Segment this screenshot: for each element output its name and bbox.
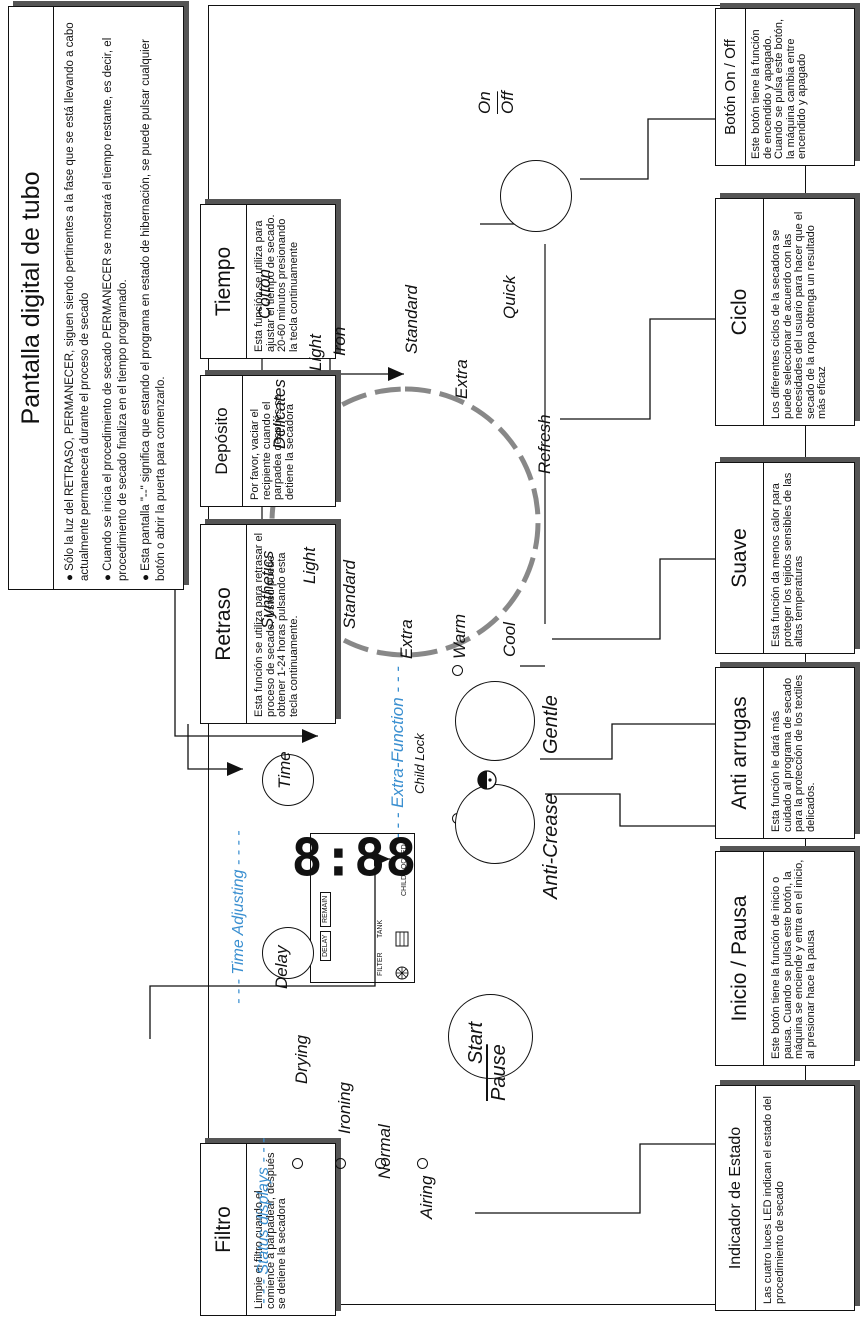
status-normal: Normal	[375, 1124, 394, 1179]
callout-suave-title: Suave	[716, 463, 764, 653]
callout-ciclo: Ciclo Los diferentes ciclos de la secado…	[715, 198, 855, 426]
off-label: Off	[498, 91, 517, 114]
status-ironing: Ironing	[335, 1082, 354, 1134]
extra-function-label: - - - Extra-Function - - -	[388, 666, 407, 839]
delay-tag: DELAY	[320, 930, 331, 961]
callout-onoff-body: Este botón tiene la función de encendido…	[750, 18, 809, 159]
status-led-airing	[417, 1158, 428, 1169]
time-adjusting-label: - - - Time Adjusting - - - -	[230, 830, 247, 1005]
tank-tag: TANK	[377, 919, 384, 938]
dial-quick: Quick	[500, 275, 519, 319]
child-lock-icon	[477, 770, 497, 790]
dial-cotton: Cotton	[255, 268, 274, 319]
callout-onoff: Botón On / Off Este botón tiene la funci…	[715, 8, 855, 166]
time-label: Time	[275, 751, 294, 789]
callout-inicio-body: Este botón tiene la función de inicio o …	[770, 859, 817, 1059]
callout-pantalla-body: ● Sólo la luz del RETRASO, PERMANECER, s…	[64, 22, 167, 581]
callout-deposito-title: Depósito	[201, 376, 243, 506]
child-locked-tag: CHILD LOCKED	[401, 844, 408, 896]
callout-retraso-title: Retraso	[201, 525, 247, 723]
status-airing: Airing	[417, 1175, 436, 1219]
dial-iron: Iron	[330, 326, 349, 356]
anti-crease-label: Anti-Crease	[540, 793, 562, 899]
dial-light: Light	[306, 334, 325, 371]
delay-label: Delay	[272, 945, 291, 989]
pantalla-bullet-3: Esta pantalla "--" significa que estando…	[139, 39, 167, 581]
callout-suave: Suave Esta función da menos calor para p…	[715, 462, 855, 654]
dial-synthetics: Synthetics	[258, 550, 277, 629]
remain-tag: REMAIN	[320, 891, 331, 927]
status-drying: Drying	[292, 1034, 311, 1084]
cycle-dial[interactable]	[272, 389, 538, 655]
start-label: Start	[465, 1021, 487, 1064]
callout-ciclo-title: Ciclo	[716, 199, 764, 425]
status-led-ironing	[335, 1158, 346, 1169]
dial-delicates: Delicates	[270, 379, 289, 449]
callout-pantalla: Pantalla digital de tubo ● Sólo la luz d…	[8, 6, 184, 590]
callout-inicio-title: Inicio / Pausa	[716, 852, 764, 1065]
gentle-led	[452, 665, 463, 676]
dial-cool: Cool	[500, 622, 519, 657]
callout-filtro-title: Filtro	[201, 1144, 247, 1315]
tank-icon	[395, 931, 409, 947]
anti-crease-button[interactable]	[455, 784, 535, 864]
callout-anti: Anti arrugas Esta función le dará más cu…	[715, 667, 855, 839]
gentle-button[interactable]	[455, 681, 535, 761]
callout-inicio: Inicio / Pausa Este botón tiene la funci…	[715, 851, 855, 1066]
callout-pantalla-title: Pantalla digital de tubo	[9, 7, 54, 589]
callout-onoff-title: Botón On / Off	[716, 9, 746, 165]
display-digits: 8:88	[291, 828, 417, 889]
callout-suave-body: Esta función da menos calor para protege…	[770, 472, 806, 647]
pause-label: Pause	[488, 1044, 510, 1101]
callout-ciclo-body: Los diferentes ciclos de la secadora se …	[770, 211, 829, 419]
callout-anti-body: Esta función le dará más cuidado al prog…	[770, 674, 817, 832]
pantalla-bullet-2: Cuando se inicia el procedimiento de sec…	[101, 37, 129, 581]
dial-extra: Extra	[452, 359, 471, 399]
on-off-button[interactable]	[500, 160, 572, 232]
pantalla-bullet-1: Sólo la luz del RETRASO, PERMANECER, sig…	[64, 22, 91, 581]
status-displays-label: - - - Status displays - - -	[255, 1137, 272, 1304]
callout-tiempo-title: Tiempo	[201, 205, 247, 358]
dial-refresh: Refresh	[535, 414, 554, 474]
callout-estado-title: Indicador de Estado	[716, 1086, 756, 1310]
filter-icon	[395, 966, 409, 980]
callout-anti-title: Anti arrugas	[716, 668, 764, 838]
child-lock-label: Child Lock	[412, 733, 427, 794]
status-led-drying	[292, 1158, 303, 1169]
on-label: On	[475, 91, 494, 114]
filter-tag: FILTER	[377, 952, 384, 976]
status-led-normal	[375, 1158, 386, 1169]
callout-estado: Indicador de Estado Las cuatro luces LED…	[715, 1085, 855, 1311]
callout-estado-body: Las cuatro luces LED indican el estado d…	[762, 1096, 786, 1304]
gentle-label: Gentle	[540, 695, 562, 754]
dial-standard-arrow: Standard	[402, 285, 421, 354]
